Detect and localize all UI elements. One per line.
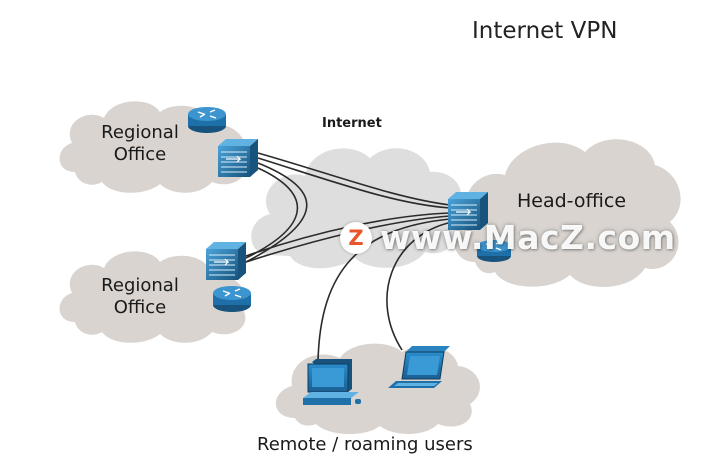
- head-office-label: Head-office: [517, 190, 627, 212]
- firewall-icon: [448, 192, 488, 230]
- regional-office-label-line2: Office: [113, 297, 167, 318]
- laptop-icon: [388, 346, 450, 388]
- regional-office-label-line1: Regional: [101, 122, 179, 143]
- router-icon: [477, 240, 511, 262]
- remote-users-label: Remote / roaming users: [257, 434, 473, 455]
- desktop-pc-icon: [303, 359, 361, 405]
- remote-users-cloud-icon: [275, 343, 480, 435]
- router-icon: [213, 286, 251, 312]
- router-icon: [188, 107, 226, 133]
- watermark-text: www.MacZ.com: [380, 218, 676, 257]
- watermark: Z www.MacZ.com: [340, 218, 676, 257]
- diagram-title: Internet VPN: [472, 18, 618, 44]
- regional-office-label-line2: Office: [113, 144, 167, 165]
- watermark-logo-icon: Z: [340, 221, 372, 254]
- firewall-icon: [206, 242, 246, 280]
- head-office-cloud-icon: [454, 139, 681, 287]
- internet-label: Internet: [322, 116, 382, 131]
- regional-office-label-line1: Regional: [101, 275, 179, 296]
- regional-office-label: Regional Office: [92, 122, 188, 166]
- regional-office-cloud-icon: [59, 251, 246, 343]
- firewall-icon: [218, 139, 258, 177]
- regional-office-label: Regional Office: [92, 275, 188, 319]
